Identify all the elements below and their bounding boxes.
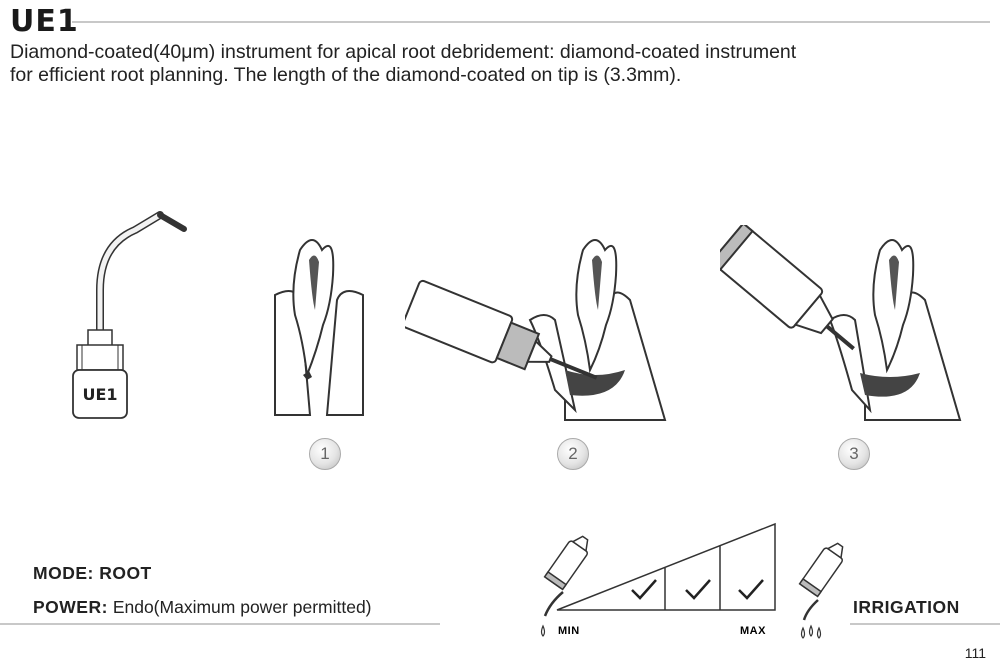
water-drop-icon (808, 624, 814, 637)
handpiece-icon (543, 535, 589, 617)
water-drop-icon (540, 624, 546, 637)
step-badge-2: 2 (557, 438, 589, 470)
power-divider (0, 623, 440, 625)
power-scale-graphic: MIN MAX (540, 522, 776, 637)
power-label: POWER: (33, 597, 108, 617)
tooth-step-1-illustration (274, 239, 364, 416)
instrument-label: UE1 (82, 385, 117, 404)
page-number: 111 (964, 645, 986, 661)
check-icon (738, 579, 764, 600)
scale-max-label: MAX (740, 625, 766, 637)
ue1-tip-illustration: UE1 (72, 211, 187, 419)
tooth-step-2-illustration (405, 239, 667, 421)
check-icon (631, 579, 657, 600)
page-title: UE1 (10, 4, 79, 39)
mode-label: MODE: ROOT (33, 563, 152, 583)
irrigation-divider (850, 623, 1000, 625)
step-badge-1: 1 (309, 438, 341, 470)
power-value: Endo(Maximum power permitted) (107, 597, 372, 617)
scale-min-label: MIN (558, 625, 580, 637)
description-line-2: for efficient root planning. The length … (10, 64, 682, 86)
water-drop-icon (800, 626, 806, 639)
description-line-1: Diamond-coated(40μm) instrument for apic… (10, 41, 797, 63)
irrigation-handpiece-icon (798, 542, 844, 639)
irrigation-label: IRRIGATION (853, 597, 960, 617)
tooth-step-3-illustration (720, 225, 962, 421)
step-badge-3: 3 (838, 438, 870, 470)
description: Diamond-coated(40μm) instrument for apic… (10, 41, 985, 87)
water-drop-icon (816, 626, 822, 639)
title-divider (72, 21, 990, 23)
power-setting: POWER: Endo(Maximum power permitted) (33, 597, 372, 618)
check-icon (685, 579, 711, 600)
